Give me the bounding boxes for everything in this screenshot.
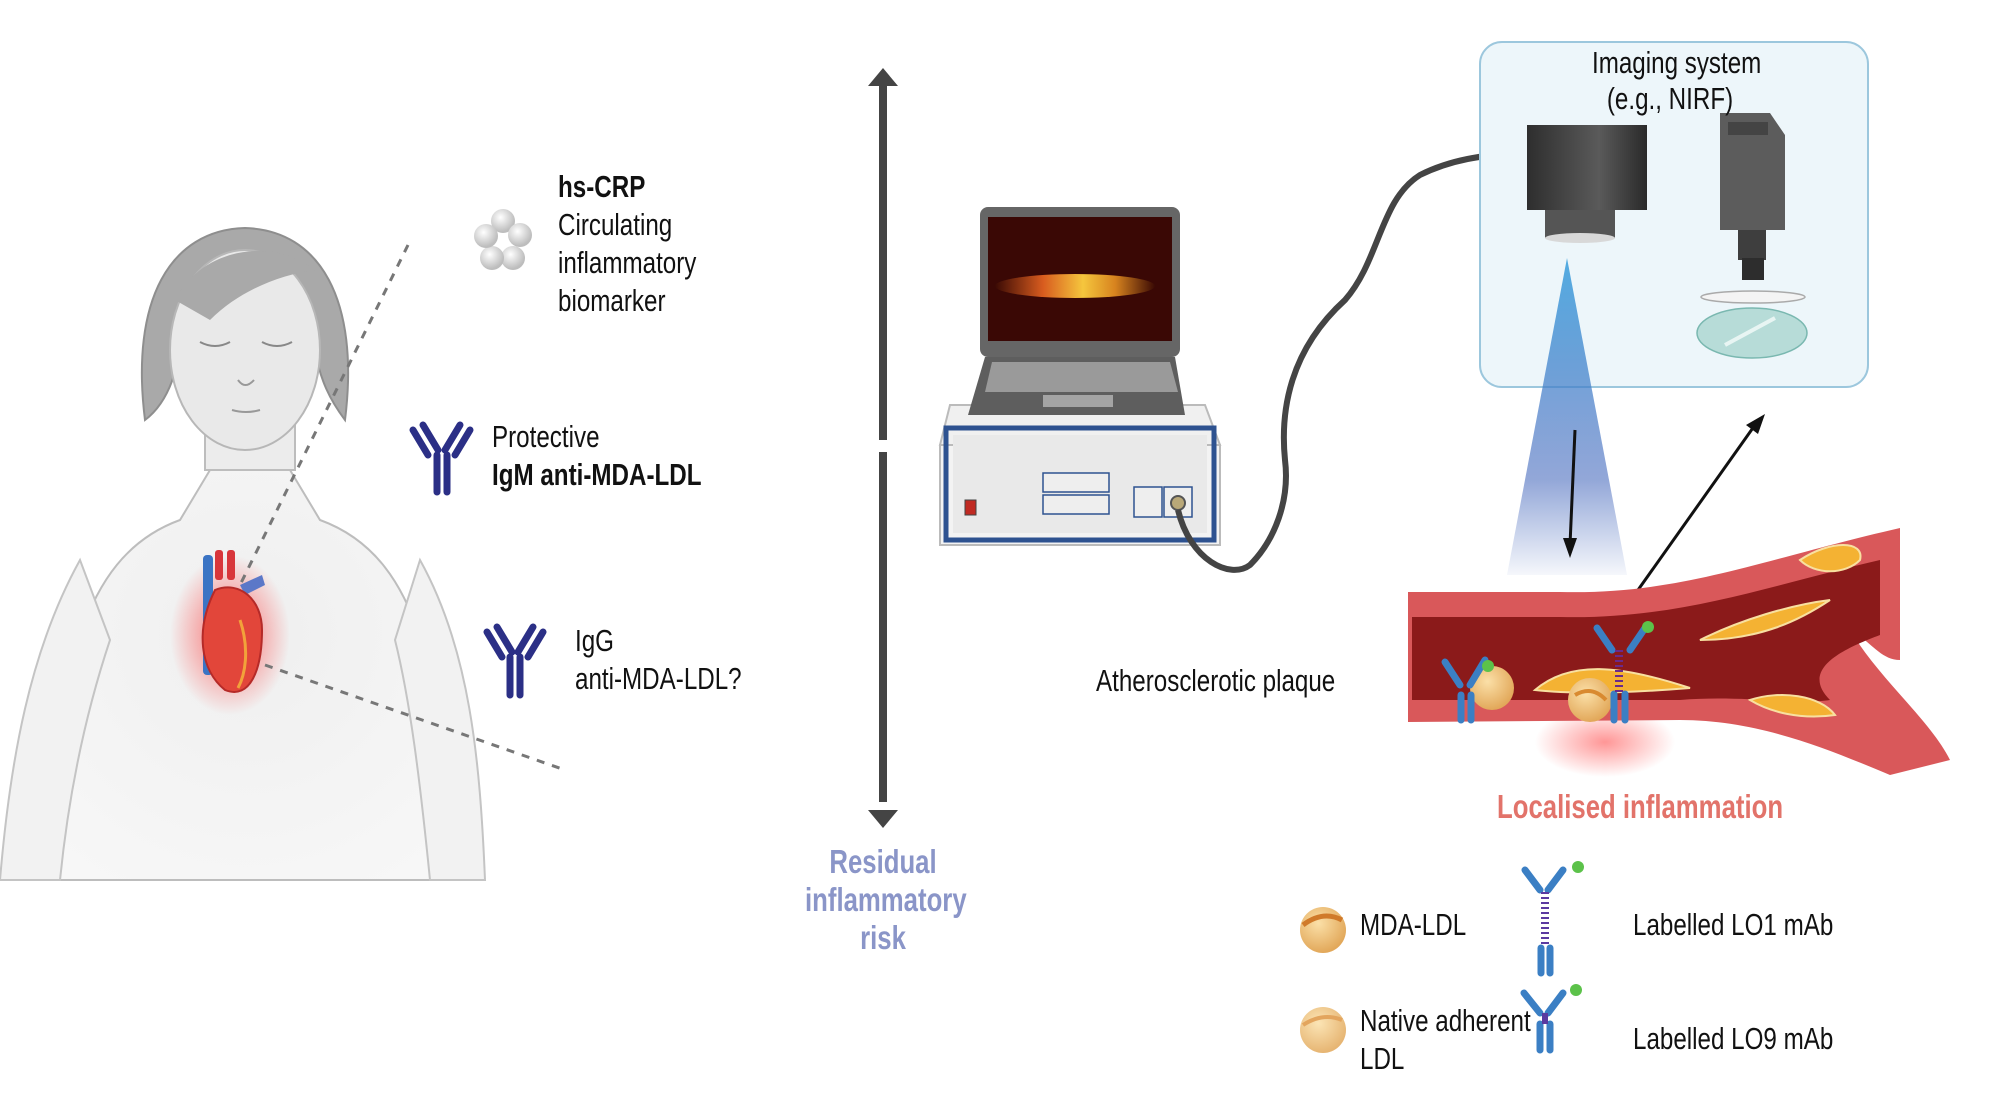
- cable-port-icon: [1170, 495, 1186, 511]
- legend-lo1-antibody-icon: [1521, 861, 1584, 977]
- igm-line-1: Protective: [492, 419, 600, 454]
- pointer-line-lower: [264, 663, 566, 772]
- mda-ldl-particle: [1568, 678, 1612, 722]
- excitation-arrow: [1568, 429, 1577, 546]
- hs-crp-title: hs-CRP: [558, 169, 646, 204]
- imaging-system-title: Imaging system: [1592, 45, 1762, 80]
- lo9-antibody-in-vessel: [1441, 656, 1489, 724]
- risk-scale-arrow: [868, 68, 898, 828]
- heart-icon: [201, 550, 265, 693]
- legend-item-native-ldl-line-2: LDL: [1360, 1041, 1405, 1076]
- imaging-system-subtitle: (e.g., NIRF): [1606, 81, 1734, 116]
- right-eye-icon: [261, 341, 293, 347]
- mouth-icon: [231, 409, 261, 413]
- plaque-label: Atherosclerotic plaque: [1096, 663, 1336, 698]
- hs-crp-line-3: biomarker: [558, 283, 666, 318]
- legend-item-lo9-mab: Labelled LO9 mAb: [1633, 1021, 1834, 1056]
- inflammation-glow: [1535, 707, 1675, 777]
- legend-item-native-ldl-line-1: Native adherent: [1360, 1003, 1531, 1038]
- legend-lo9-antibody-icon: [1520, 984, 1582, 1054]
- plaque-deposit: [1798, 544, 1862, 573]
- microscope-camera-icon: [1696, 113, 1808, 359]
- legend-item-mda-ldl: MDA-LDL: [1360, 907, 1467, 942]
- excitation-light-beam: [1507, 258, 1627, 575]
- igg-antibody-icon: [483, 623, 547, 699]
- legend-native-ldl-icon: [1300, 1007, 1346, 1053]
- inflammation-label: Localised inflammation: [1497, 788, 1784, 825]
- right-arm-shape: [393, 557, 487, 881]
- left-eye-icon: [199, 341, 231, 347]
- left-arm-shape: [0, 557, 112, 881]
- legend-item-lo1-mab: Labelled LO1 mAb: [1633, 907, 1834, 942]
- hair-fringe-shape: [175, 250, 315, 320]
- igg-line-1: IgG: [575, 623, 614, 658]
- plaque-deposit: [1747, 694, 1837, 718]
- power-switch-icon: [964, 499, 977, 516]
- igm-line-2: IgM anti-MDA-LDL: [492, 457, 702, 492]
- ldl-particle: [1470, 666, 1514, 710]
- hs-crp-line-2: inflammatory: [558, 245, 697, 280]
- imaging-console-illustration: [938, 207, 1222, 546]
- hs-crp-line-1: Circulating: [558, 207, 673, 242]
- emission-arrow: [1636, 424, 1757, 591]
- igg-line-2: anti-MDA-LDL?: [575, 661, 742, 696]
- plaque-deposit: [1699, 599, 1831, 641]
- igm-antibody-icon: [409, 421, 474, 496]
- human-figure-illustration: [0, 226, 566, 881]
- nose-icon: [237, 379, 255, 386]
- artery-illustration: [1408, 528, 1950, 777]
- nirf-camera-icon: [1527, 125, 1647, 243]
- cable-line: [1175, 149, 1531, 573]
- legend-mda-ldl-icon: [1300, 907, 1346, 953]
- risk-label-line-3: risk: [860, 919, 906, 956]
- risk-label-line-2: inflammatory: [805, 881, 967, 918]
- risk-label-line-1: Residual: [829, 843, 937, 880]
- lo1-antibody-in-vessel: [1593, 624, 1649, 724]
- crp-pentamer-icon: [474, 209, 532, 270]
- laptop-trackpad: [1043, 395, 1113, 407]
